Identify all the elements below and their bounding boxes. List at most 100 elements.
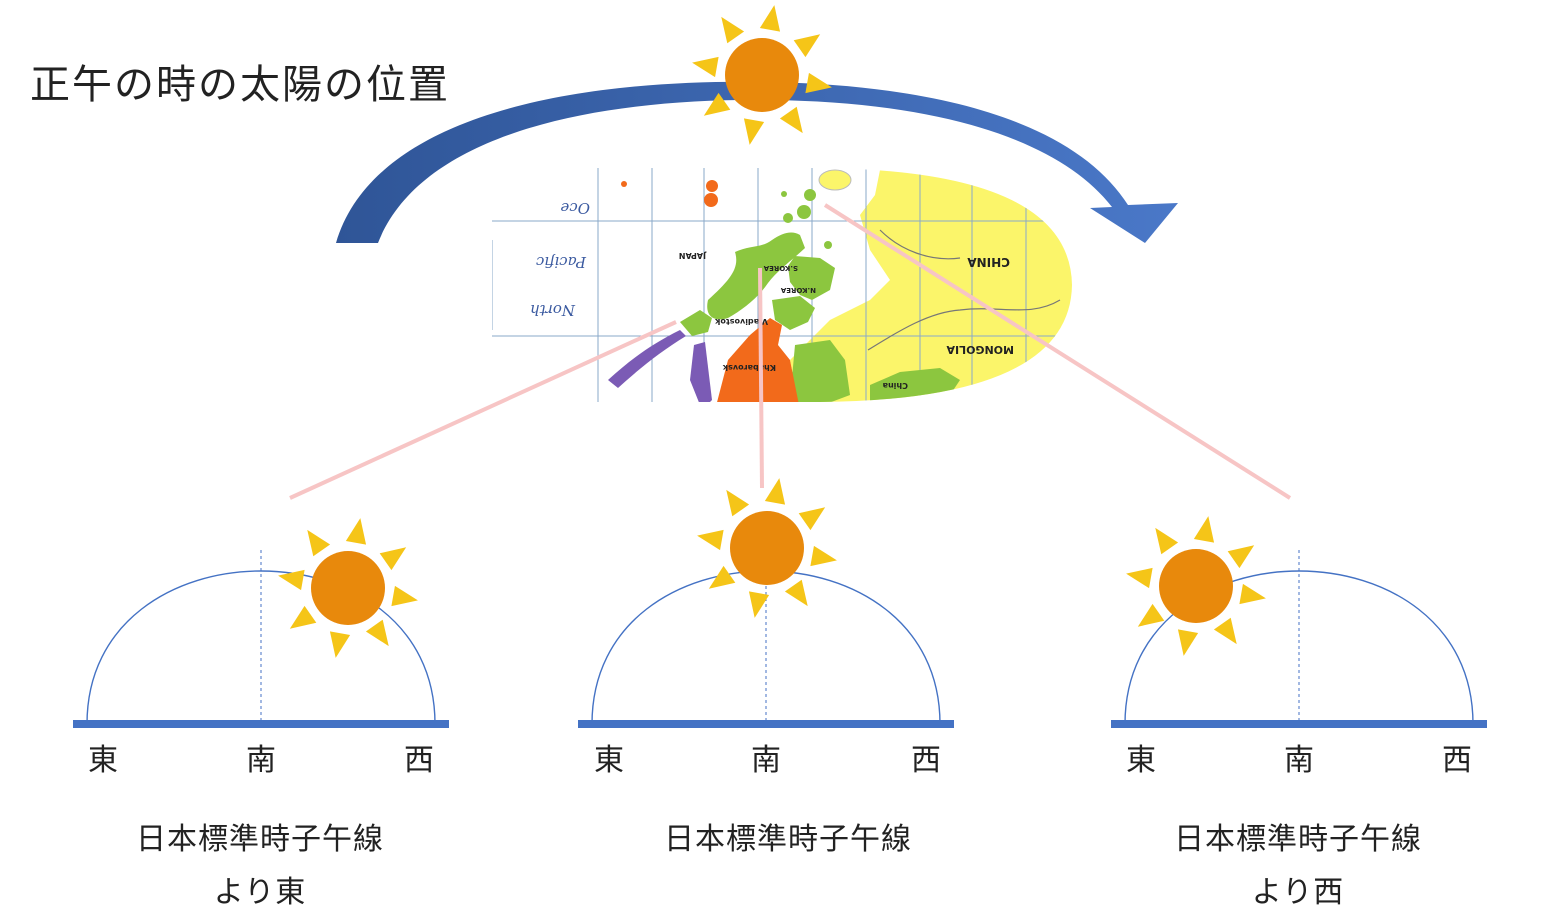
- map-island: [818, 169, 852, 191]
- map-border: [867, 299, 1061, 351]
- sky-panel: [1111, 550, 1487, 728]
- sun-icon-east-panel: [278, 518, 418, 658]
- map-label-china: CHINA: [967, 255, 1010, 269]
- ground-line: [73, 720, 449, 728]
- map-label-north: North: [530, 301, 576, 319]
- caption-line: 日本標準時子午線: [1174, 822, 1422, 857]
- map-label-s-korea: S.KOREA: [763, 264, 798, 272]
- map-island: [797, 205, 811, 219]
- map-label-khabarovsk: Khabarovsk: [722, 363, 776, 372]
- sun-ray: [798, 507, 826, 531]
- caption-line: より東: [213, 874, 307, 910]
- sun-ray: [365, 619, 389, 647]
- label-south: 南: [1284, 743, 1314, 778]
- label-south: 南: [246, 743, 276, 778]
- sun-ray: [307, 529, 331, 557]
- sun-ray: [345, 518, 367, 545]
- map-land: [680, 310, 712, 336]
- sun-ray: [759, 5, 781, 32]
- sun-ray: [1177, 629, 1199, 656]
- label-south: 南: [751, 743, 781, 778]
- map-label-vladivostok: Vladivostok: [714, 317, 768, 326]
- map-land: [772, 296, 815, 330]
- label-east: 東: [1126, 743, 1156, 778]
- map-label-n-korea: N.KOREA: [780, 286, 816, 294]
- map-korea-land: [788, 256, 835, 300]
- map-label-ocean: Oce: [560, 199, 590, 217]
- map-island: [704, 193, 718, 207]
- sun-ray: [810, 545, 837, 567]
- ground-line: [578, 720, 954, 728]
- sun-ray: [726, 489, 750, 517]
- sun-ray: [692, 56, 719, 78]
- page-title: 正午の時の太陽の位置: [30, 62, 450, 108]
- sun-ray: [1193, 516, 1215, 543]
- map-border: [879, 229, 961, 260]
- sun-icon-center-panel: [697, 478, 837, 618]
- sun-disk: [311, 551, 385, 625]
- sun-ray: [278, 569, 305, 591]
- sun-ray: [779, 106, 803, 134]
- map-island: [783, 213, 793, 223]
- east-asia-map: CHINA MONGOLIA JAPAN S.KOREA N.KOREA Vla…: [492, 168, 1072, 402]
- map-island: [804, 189, 816, 201]
- map-island: [621, 181, 627, 187]
- map-russia-land: [715, 318, 800, 402]
- map-label-mongolia: MONGOLIA: [946, 343, 1014, 356]
- connector-line-east: [289, 320, 677, 500]
- sun-ray: [784, 579, 808, 607]
- map-japan-land: [707, 232, 805, 320]
- ground-line: [1111, 720, 1487, 728]
- caption-line: 日本標準時子午線: [664, 822, 912, 857]
- sun-ray: [764, 478, 786, 505]
- map-island: [781, 191, 787, 197]
- sun-ray: [748, 591, 770, 618]
- sun-ray: [1213, 617, 1237, 645]
- suns-group: [278, 5, 1266, 658]
- sun-disk: [725, 38, 799, 112]
- sun-ray: [793, 34, 821, 58]
- sun-ray: [1126, 567, 1153, 589]
- sun-ray: [1137, 603, 1165, 627]
- sun-ray: [805, 72, 832, 94]
- sun-ray: [721, 16, 745, 44]
- sun-ray: [697, 529, 724, 551]
- map-island: [824, 241, 832, 249]
- sun-ray: [329, 631, 351, 658]
- panels-group: [73, 550, 1487, 728]
- sun-icon-top: [692, 5, 832, 145]
- caption-west-panel: 日本標準時子午線 より西: [1138, 814, 1458, 919]
- map-label-japan: JAPAN: [679, 251, 707, 260]
- map-label-pacific: Pacific: [535, 253, 587, 271]
- caption-center-panel: 日本標準時子午線: [628, 814, 948, 867]
- sun-ray: [708, 565, 736, 589]
- sun-ray: [379, 547, 407, 571]
- label-west: 西: [1442, 743, 1472, 778]
- sun-ray: [743, 118, 765, 145]
- label-east: 東: [88, 743, 118, 778]
- sun-ray: [1227, 545, 1255, 569]
- map-island: [706, 180, 718, 192]
- connector-line-west: [823, 203, 1292, 500]
- caption-line: 日本標準時子午線: [136, 822, 384, 857]
- map-label-china-small: China: [883, 381, 908, 390]
- sun-icon-west-panel: [1126, 516, 1266, 656]
- map-land: [790, 340, 850, 402]
- connector-line-center: [758, 267, 764, 489]
- sky-panel: [73, 550, 449, 728]
- caption-line: より西: [1251, 874, 1345, 910]
- sun-path-arrow: [336, 81, 1178, 243]
- sun-disk: [730, 511, 804, 585]
- sun-ray: [391, 585, 418, 607]
- map-land: [608, 330, 686, 388]
- caption-east-panel: 日本標準時子午線 より東: [100, 814, 420, 919]
- map-land: [690, 342, 712, 402]
- label-east: 東: [594, 743, 624, 778]
- sun-ray: [1239, 583, 1266, 605]
- sun-ray: [703, 92, 731, 116]
- label-west: 西: [911, 743, 941, 778]
- sun-ray: [1155, 527, 1179, 555]
- sun-disk: [1159, 549, 1233, 623]
